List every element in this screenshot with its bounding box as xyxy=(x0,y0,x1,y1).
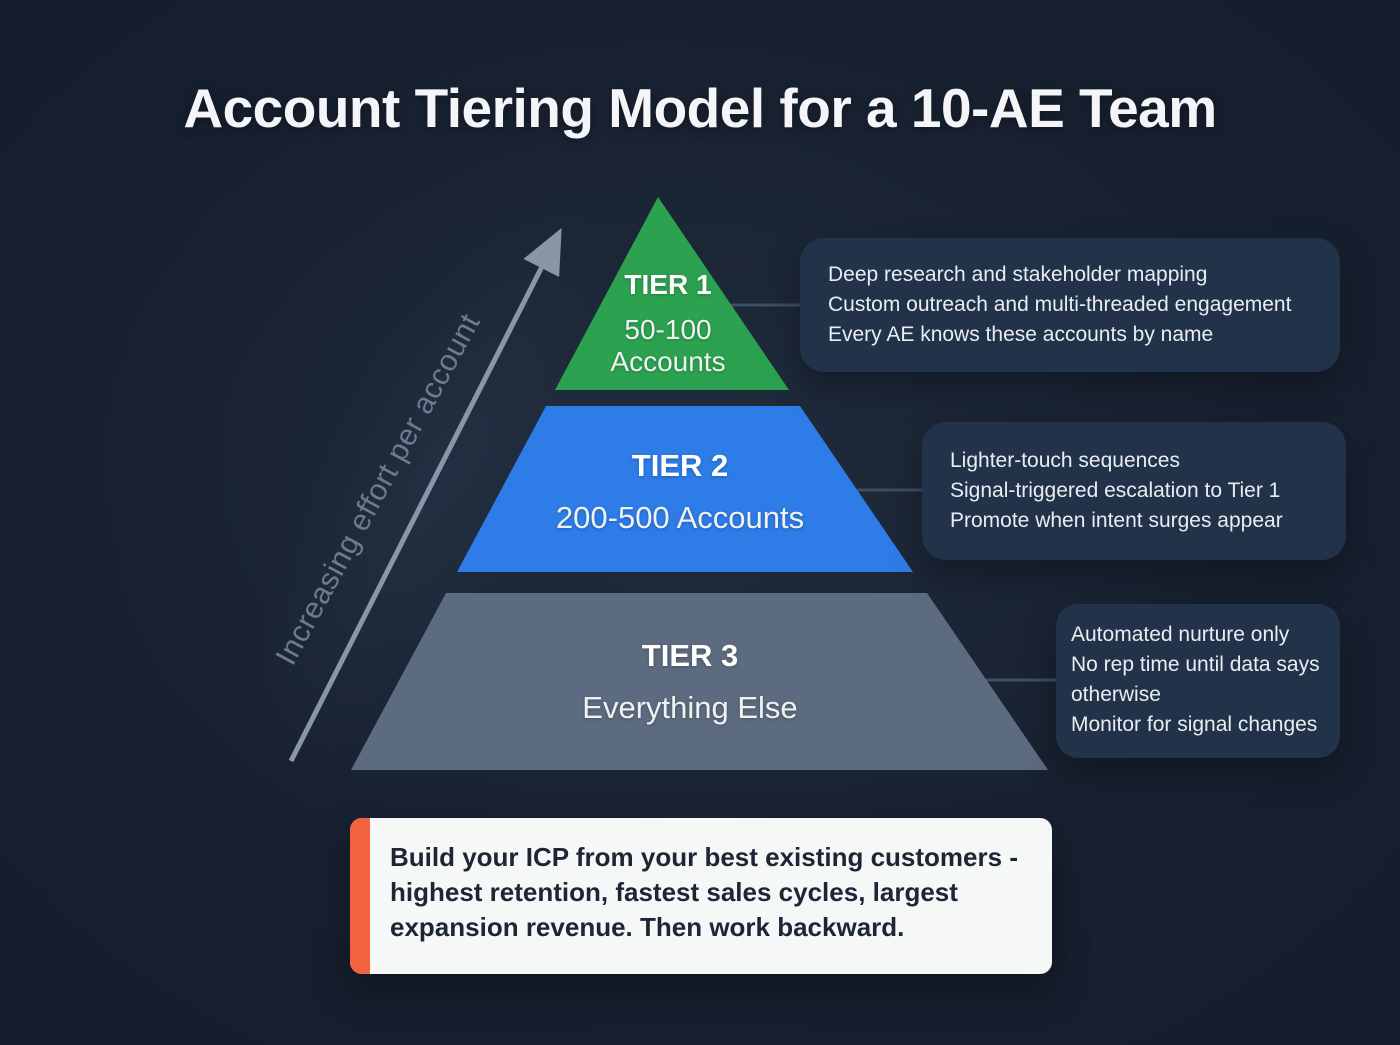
callout-line: Signal-triggered escalation to Tier 1 xyxy=(950,479,1281,502)
tier2-name: TIER 2 xyxy=(631,448,729,483)
tier2-label: TIER 2 200-500 Accounts xyxy=(480,447,880,535)
page-title: Account Tiering Model for a 10-AE Team xyxy=(183,77,1217,139)
tier3-callout-box: Automated nurture only No rep time until… xyxy=(1056,604,1340,758)
callout-line: Lighter-touch sequences xyxy=(950,449,1180,472)
tier1-callout-box: Deep research and stakeholder mapping Cu… xyxy=(800,238,1340,372)
footnote-line: Build your ICP from your best existing c… xyxy=(390,842,1018,872)
tier1-label: TIER 1 50-100 Accounts xyxy=(518,268,818,378)
tier3-trapezoid xyxy=(351,593,1048,770)
tier1-triangle xyxy=(555,197,789,390)
callout-line: Custom outreach and multi-threaded engag… xyxy=(828,293,1292,316)
footnote-accent-bar xyxy=(350,818,370,974)
tier2-callout-box: Lighter-touch sequences Signal-triggered… xyxy=(922,422,1346,560)
footnote-line: expansion revenue. Then work backward. xyxy=(390,912,905,942)
footnote-line: highest retention, fastest sales cycles,… xyxy=(390,877,958,907)
tier3-name: TIER 3 xyxy=(641,638,739,673)
tier2-trapezoid xyxy=(457,406,913,572)
tier1-detail-line: 50-100 xyxy=(624,314,712,345)
icp-footnote-card: Build your ICP from your best existing c… xyxy=(350,818,1052,974)
effort-axis-arrow xyxy=(288,227,562,763)
tier1-name: TIER 1 xyxy=(624,269,712,300)
footnote-text: Build your ICP from your best existing c… xyxy=(370,818,1042,974)
tier3-detail-line: Everything Else xyxy=(582,690,798,725)
callout-line: Monitor for signal changes xyxy=(1071,713,1318,736)
callout-line: No rep time until data says otherwise xyxy=(1071,653,1320,706)
tier1-detail-line: Accounts xyxy=(610,346,726,377)
tier3-label: TIER 3 Everything Else xyxy=(490,637,890,725)
callout-line: Automated nurture only xyxy=(1071,623,1290,646)
callout-line: Every AE knows these accounts by name xyxy=(828,323,1214,346)
callout-line: Deep research and stakeholder mapping xyxy=(828,263,1208,286)
callout-line: Promote when intent surges appear xyxy=(950,509,1283,532)
tier2-detail-line: 200-500 Accounts xyxy=(555,500,805,535)
